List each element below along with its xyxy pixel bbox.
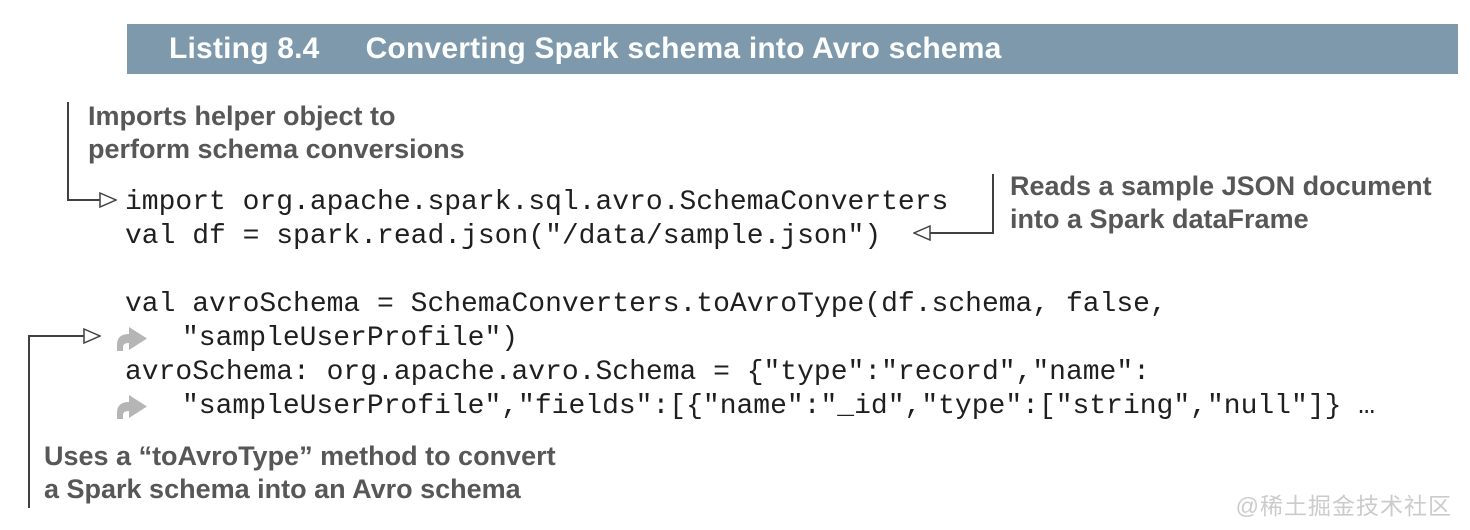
annotation-import-helper: Imports helper object to perform schema …	[88, 100, 465, 166]
code-line-toavrotype: val avroSchema = SchemaConverters.toAvro…	[125, 289, 1167, 320]
watermark: @稀土掘金技术社区	[1235, 493, 1452, 519]
code-line-continuation-2: "sampleUserProfile","fields":[{"name":"_…	[182, 391, 1375, 422]
connector-line-import-vertical	[67, 102, 69, 200]
connector-line-readjson-vertical	[992, 174, 994, 234]
arrow-left-icon	[913, 225, 931, 241]
listing-title: Converting Spark schema into Avro schema	[365, 32, 1002, 65]
annotation-read-json: Reads a sample JSON document into a Spar…	[1010, 170, 1432, 236]
arrow-right-icon	[99, 192, 117, 208]
annotation-line: a Spark schema into an Avro schema	[44, 474, 521, 504]
annotation-line: Imports helper object to	[88, 101, 396, 131]
connector-line-toavro-horizontal	[28, 335, 84, 337]
annotation-to-avro-type: Uses a “toAvroType” method to convert a …	[44, 440, 556, 506]
listing-number: Listing 8.4	[169, 32, 320, 65]
listing-header-bar: Listing 8.4 Converting Spark schema into…	[127, 24, 1458, 74]
annotation-line: Reads a sample JSON document	[1010, 171, 1432, 201]
annotation-line: Uses a “toAvroType” method to convert	[44, 441, 556, 471]
code-line-continuation-1: "sampleUserProfile")	[182, 323, 519, 354]
code-line-avroschema-output: avroSchema: org.apache.avro.Schema = {"t…	[125, 357, 1150, 388]
annotation-line: perform schema conversions	[88, 134, 465, 164]
annotation-line: into a Spark dataFrame	[1010, 204, 1309, 234]
code-line-import: import org.apache.spark.sql.avro.SchemaC…	[125, 187, 949, 218]
connector-line-toavro-vertical	[28, 336, 30, 508]
arrow-right-icon	[83, 328, 101, 344]
code-continuation-icon	[117, 327, 147, 351]
code-line-read-json: val df = spark.read.json("/data/sample.j…	[125, 221, 882, 252]
code-continuation-icon	[117, 395, 147, 419]
connector-line-import-horizontal	[67, 199, 100, 201]
connector-line-readjson-horizontal	[930, 232, 992, 234]
